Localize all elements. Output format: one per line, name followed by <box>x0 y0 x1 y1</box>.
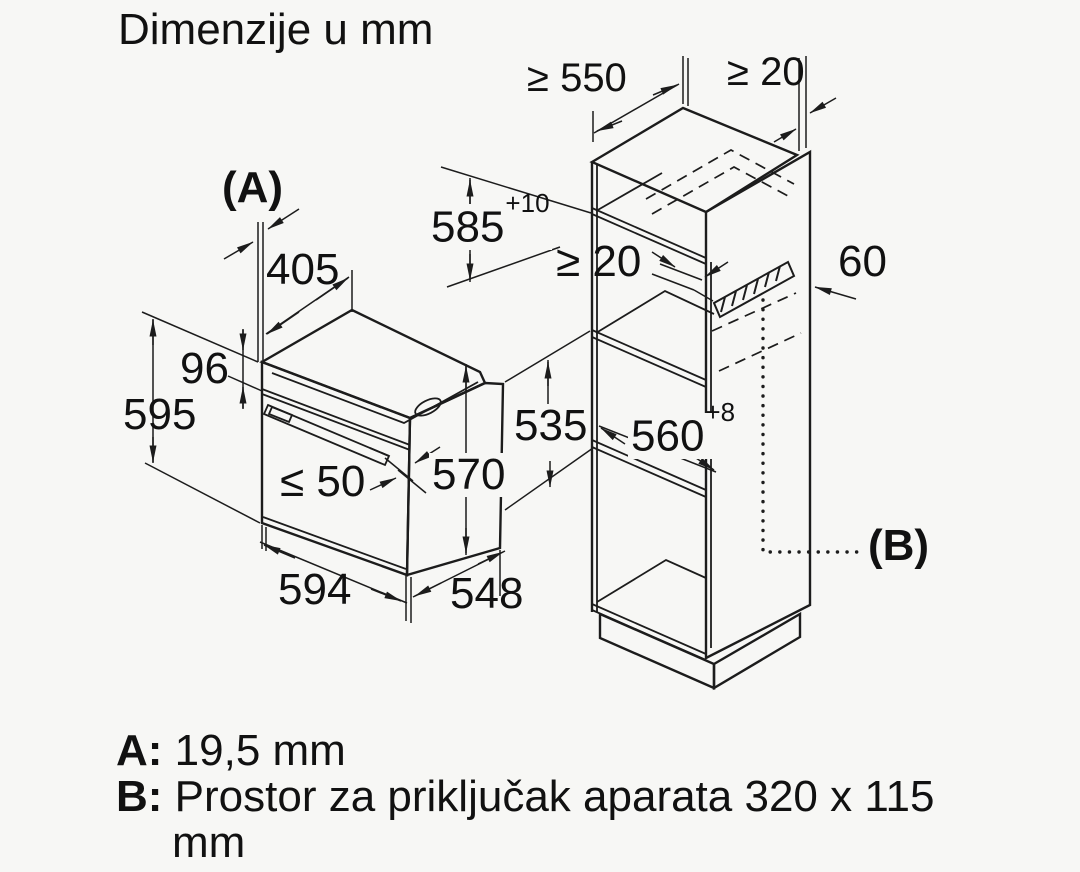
dim-total-height: 595 <box>123 390 197 439</box>
dim-body-height: 570 <box>429 453 509 497</box>
plinth <box>600 614 800 688</box>
dim-top-recess-depth: 405 <box>266 245 340 294</box>
dim-lower-clearance: 535 <box>511 404 591 448</box>
dim-rear-duct: 60 <box>838 237 887 286</box>
dim-niche-height-tolerance: +10 <box>505 188 550 218</box>
tall-cabinet-drawing <box>592 108 860 688</box>
dim-niche-width: 560+8 <box>628 399 738 461</box>
footnote-a-prefix: A: <box>116 726 163 775</box>
oven-drawing <box>262 310 503 575</box>
footnote-b-prefix: B: <box>116 772 163 821</box>
connection-space-leader <box>763 300 860 552</box>
dim-niche-height: 585+10 <box>428 190 552 252</box>
ref-label-b: (B) <box>868 521 930 570</box>
dim-niche-height-value: 585 <box>431 202 505 252</box>
dim-rear-vent-gap: ≥ 20 <box>556 237 642 286</box>
dim-handle-depth: ≤ 50 <box>280 457 366 506</box>
vent-cutout-hatch <box>714 262 794 317</box>
dim-counter-depth: ≥ 550 <box>527 56 627 100</box>
footnote-b-text: Prostor za priključak aparata 320 x 115 … <box>172 772 935 867</box>
dim-niche-width-value: 560 <box>631 411 705 461</box>
door-handle <box>264 405 389 465</box>
dim-niche-width-tolerance: +8 <box>705 397 736 427</box>
side-grip-slot <box>413 395 444 419</box>
dim-front-width: 594 <box>278 565 352 614</box>
dim-body-depth: 548 <box>450 569 524 618</box>
footnote-a-text: 19,5 mm <box>174 726 346 775</box>
page-title: Dimenzije u mm <box>118 5 434 54</box>
ref-label-a: (A) <box>222 163 284 212</box>
dimension-lines <box>142 56 856 623</box>
dim-panel-height: 96 <box>180 344 229 393</box>
dim-wall-gap-top: ≥ 20 <box>727 50 805 94</box>
footnote-b: B: Prostor za priključak aparata 320 x 1… <box>116 774 992 866</box>
hidden-edges <box>646 150 801 371</box>
footnote-a: A: 19,5 mm <box>116 728 346 774</box>
